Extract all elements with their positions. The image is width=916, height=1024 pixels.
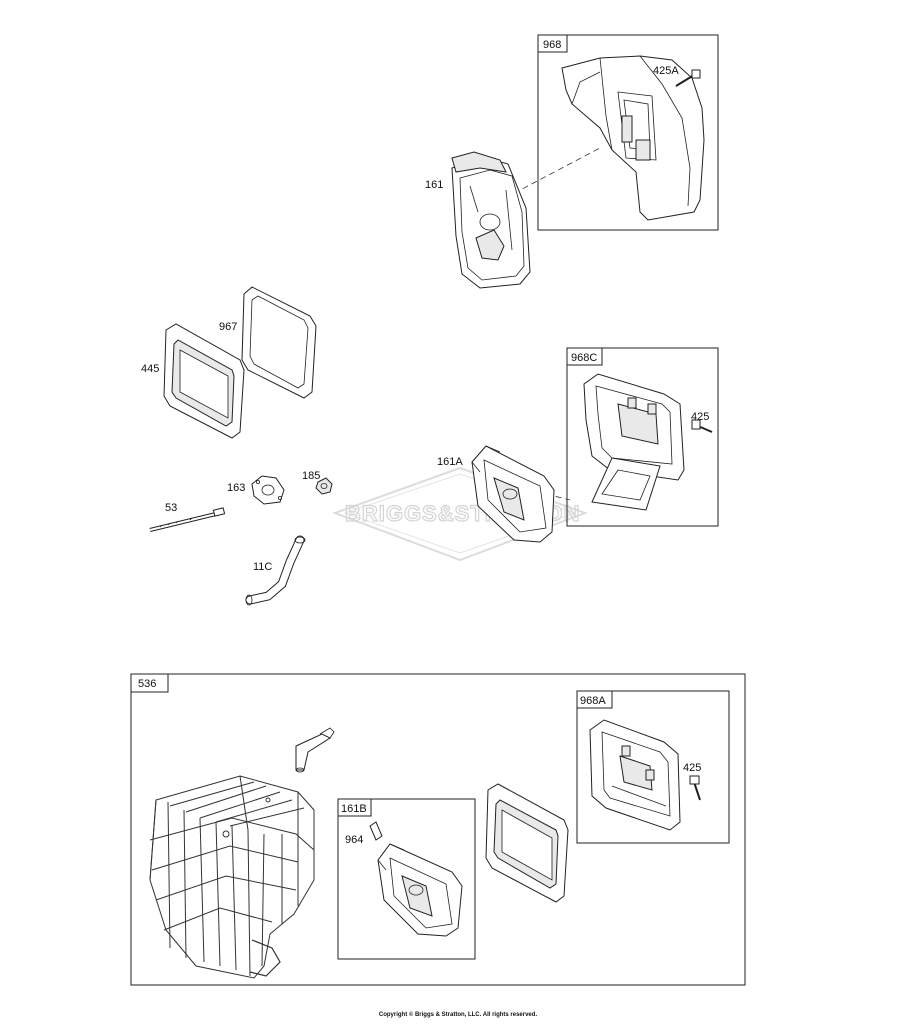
part-185 — [315, 477, 333, 495]
label-964: 964 — [345, 834, 363, 846]
label-425-c: 425 — [691, 411, 709, 423]
part-445-filter — [163, 323, 245, 439]
part-filter-lower — [485, 783, 569, 903]
part-967-gasket — [241, 286, 317, 399]
box-968c: 968C 425 — [566, 347, 719, 527]
label-445: 445 — [141, 363, 159, 375]
box-968c-label: 968C — [571, 352, 597, 364]
part-161 — [451, 151, 531, 289]
box-968a: 968A 425 — [576, 690, 730, 844]
box-968a-label: 968A — [580, 695, 606, 707]
part-161a — [471, 445, 555, 543]
box-536-label: 536 — [138, 678, 156, 690]
screw-425-a — [689, 775, 701, 801]
part-11c-tube — [245, 535, 306, 606]
box-536: 536 — [130, 673, 746, 986]
label-53: 53 — [165, 502, 177, 514]
label-967: 967 — [219, 321, 237, 333]
label-163: 163 — [227, 482, 245, 494]
box-161b: 161B 964 — [337, 798, 476, 960]
label-161a: 161A — [437, 456, 463, 468]
label-11c: 11C — [253, 561, 272, 573]
screw-425a — [675, 69, 701, 87]
label-185: 185 — [302, 470, 320, 482]
label-161: 161 — [425, 179, 443, 191]
label-425-a: 425 — [683, 762, 701, 774]
part-163 — [251, 475, 285, 505]
part-53-stud — [149, 507, 226, 532]
part-964-pin — [369, 821, 383, 841]
part-wire-cage — [149, 775, 315, 979]
part-lever — [295, 727, 335, 773]
box-968: 968 425A — [537, 34, 719, 231]
copyright-text: Copyright © Briggs & Stratton, LLC. All … — [378, 1012, 538, 1018]
label-425a: 425A — [653, 65, 679, 77]
box-161b-label: 161B — [341, 803, 367, 815]
screw-425-c — [691, 419, 713, 433]
box-968-label: 968 — [543, 39, 561, 51]
